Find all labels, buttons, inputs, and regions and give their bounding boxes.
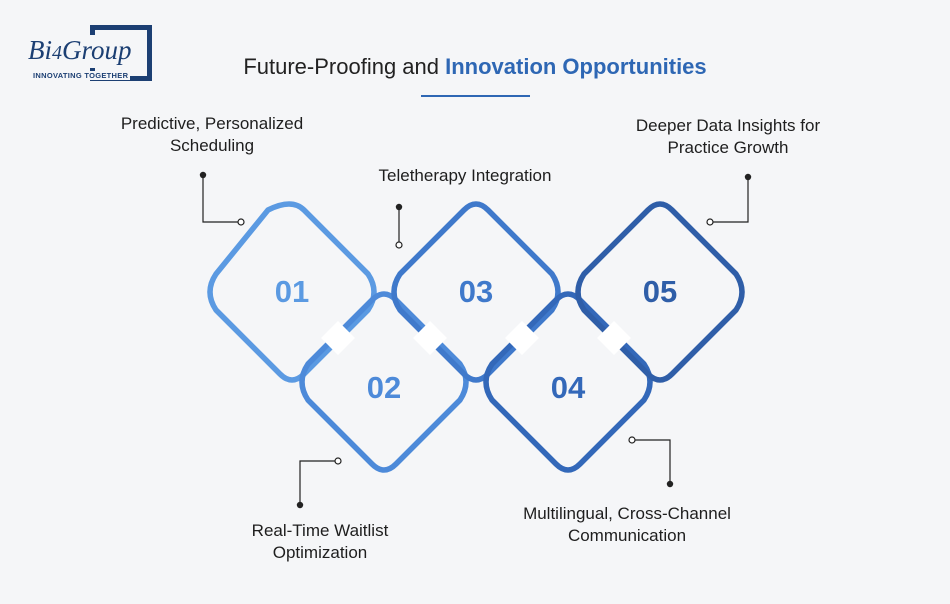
leader-ring-3 [395, 241, 403, 249]
step-1-number: 01 [275, 274, 309, 309]
leader-ring-5 [706, 218, 714, 226]
step-3-number: 03 [459, 274, 493, 309]
step-2-number: 02 [367, 370, 401, 405]
leader-dot-3 [395, 203, 403, 211]
connector-square-4 [597, 321, 631, 355]
leader-dot-1 [199, 171, 207, 179]
step-4-diamond [483, 291, 653, 473]
brand-logo: Bi4Group INNOVATING TOGETHER [22, 25, 157, 87]
leader-dot-4 [666, 480, 674, 488]
connector-square-2 [413, 321, 447, 355]
step-2-diamond [299, 291, 469, 473]
leader-ring-2 [334, 457, 342, 465]
leader-line-2 [299, 460, 335, 505]
logo-tagline: INNOVATING TOGETHER [31, 71, 131, 80]
title-underline [421, 95, 530, 97]
connector-square-3 [505, 321, 539, 355]
step-3-label: Teletherapy Integration [378, 166, 552, 185]
step-5-diamond [575, 201, 745, 383]
page-title: Future-Proofing and Innovation Opportuni… [0, 54, 950, 80]
leader-line-1 [202, 175, 238, 223]
step-5-number: 05 [643, 274, 677, 309]
leader-line-5 [713, 177, 749, 223]
title-highlight: Innovation Opportunities [445, 54, 707, 79]
leader-dot-5 [744, 173, 752, 181]
leader-ring-1 [237, 218, 245, 226]
title-plain: Future-Proofing and [243, 54, 446, 79]
leader-dot-2 [296, 501, 304, 509]
logo-wordmark: Bi4Group [26, 35, 134, 68]
leader-line-4 [635, 439, 671, 484]
step-4-number: 04 [551, 370, 586, 405]
connector-square-1 [321, 321, 355, 355]
leader-ring-4 [628, 436, 636, 444]
